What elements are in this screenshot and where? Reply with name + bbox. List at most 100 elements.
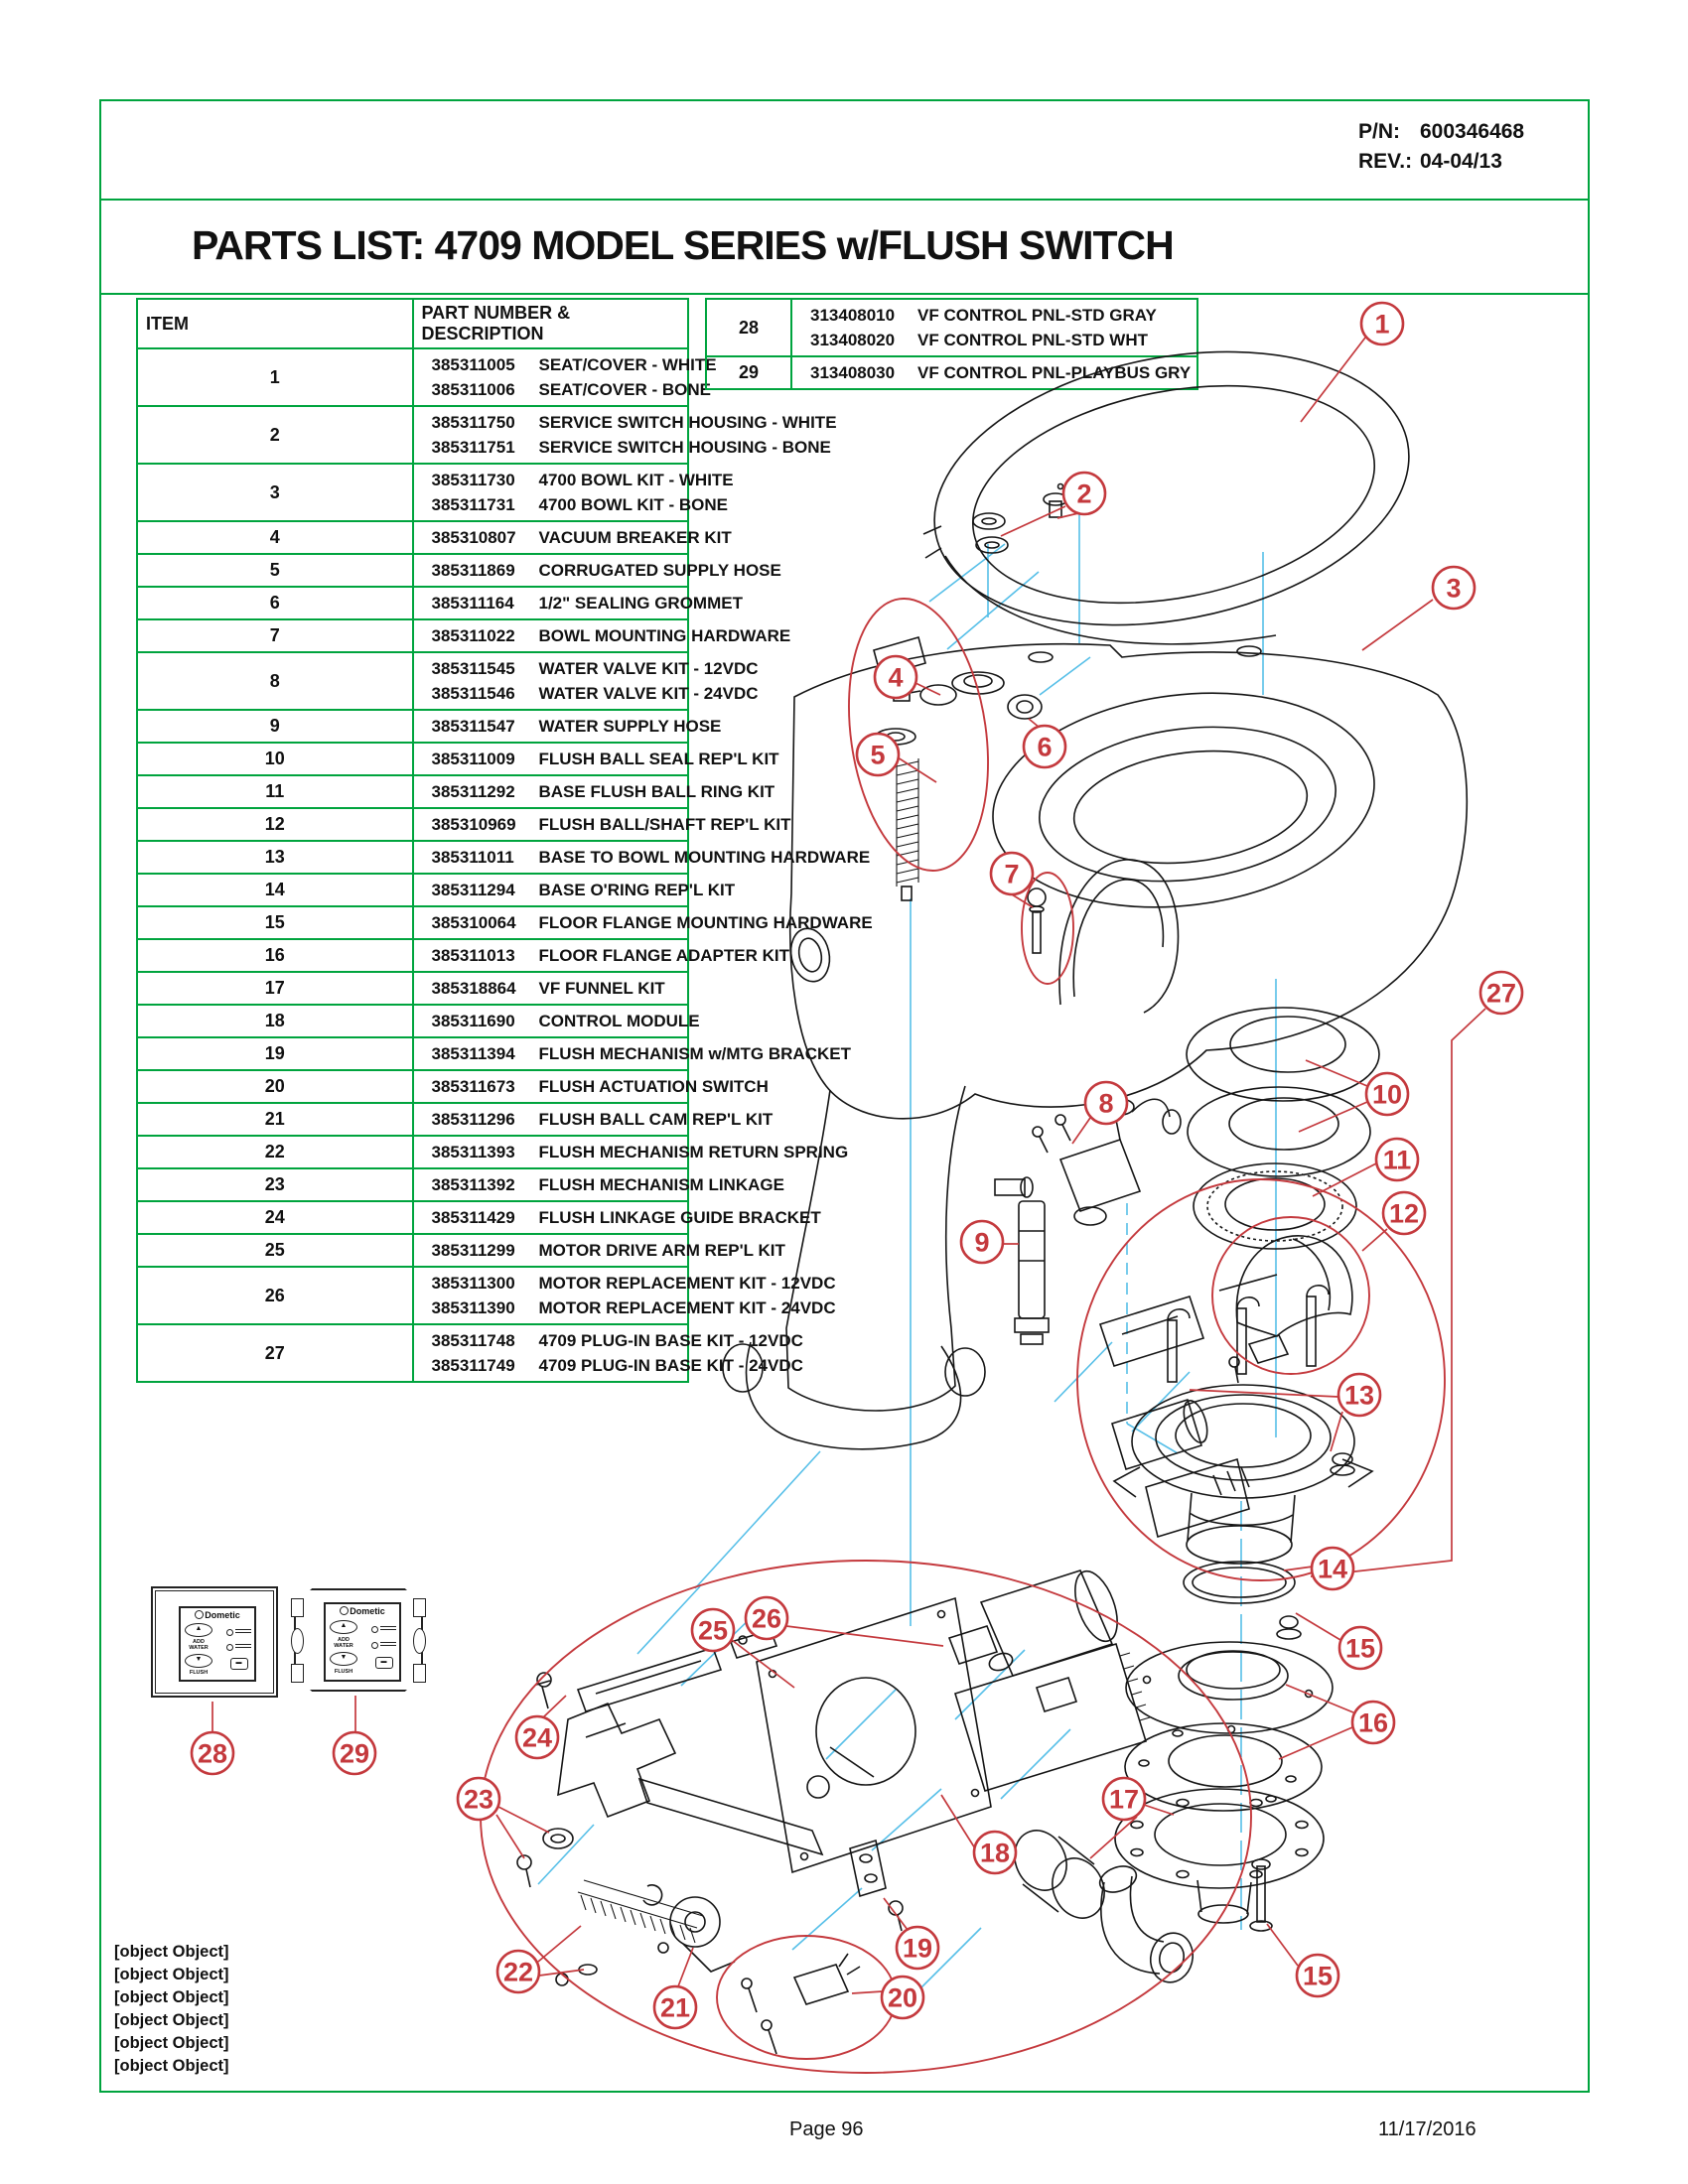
item-number: 16 [136,938,414,973]
part-number: 385311869 [431,561,515,580]
item-number: 28 [705,298,792,357]
part-description: SERVICE SWITCH HOUSING - BONE [538,438,831,457]
part-line: 385311013 FLOOR FLANGE ADAPTER KIT [420,943,789,968]
table-row: 11 385311292 BASE FLUSH BALL RING KIT [136,774,775,809]
part-line: 385311673 FLUSH ACTUATION SWITCH [420,1074,769,1099]
part-line: 385311294 BASE O'RING REP'L KIT [420,878,736,902]
indicator-led-2 [371,1641,396,1649]
part-description: VF CONTROL PNL-STD GRAY [917,306,1157,325]
part-description: FLUSH MECHANISM RETURN SPRING [538,1143,849,1161]
table-row: 18 385311690 CONTROL MODULE [136,1004,700,1038]
item-number: 6 [136,586,414,620]
part-description: VF CONTROL PNL-STD WHT [917,331,1148,349]
item-description-cell: 385311392 FLUSH MECHANISM LINKAGE [411,1167,784,1202]
control-panel-std: Dometic ▲ ADD WATER ▼ FLUSH ▬ [151,1586,278,1698]
table-row: 26 385311300 MOTOR REPLACEMENT KIT - 12V… [136,1266,836,1325]
item-number: 1 [136,347,414,407]
part-number: 385311547 [431,717,515,736]
table-row: 24 385311429 FLUSH LINKAGE GUIDE BRACKET [136,1200,821,1235]
part-number: 385311690 [431,1012,515,1030]
part-line: 385310969 FLUSH BALL/SHAFT REP'L KIT [420,812,791,837]
description-lines: 385311392 FLUSH MECHANISM LINKAGE [420,1172,784,1197]
part-number: 385311748 [431,1331,515,1350]
item-description-cell: 385311547 WATER SUPPLY HOSE [411,709,721,744]
description-lines: 385311545 WATER VALVE KIT - 12VDC 385311… [420,656,759,706]
item-description-cell: 385311292 BASE FLUSH BALL RING KIT [411,774,775,809]
panel-brand: Dometic [184,1610,251,1621]
description-lines: 385311294 BASE O'RING REP'L KIT [420,878,736,902]
table-row: 10 385311009 FLUSH BALL SEAL REP'L KIT [136,742,779,776]
part-description: FLUSH BALL CAM REP'L KIT [538,1110,774,1129]
part-number: 385311751 [431,438,515,457]
part-number: 385311292 [431,782,515,801]
control-panel-playbus: Dometic ▲ ADD WATER ▼ FLUSH ▬ [291,1588,426,1692]
brand-text: Dometic [350,1606,385,1616]
part-description: 4709 PLUG-IN BASE KIT - 12VDC [538,1331,803,1350]
part-number: 385311299 [431,1241,515,1260]
item-number: 15 [136,905,414,940]
part-description: FLUSH MECHANISM w/MTG BRACKET [538,1044,851,1063]
part-line: 385311748 4709 PLUG-IN BASE KIT - 12VDC [420,1328,803,1353]
item-number: 17 [136,971,414,1006]
part-description: FLOOR FLANGE ADAPTER KIT [538,946,789,965]
item-description-cell: 385310064 FLOOR FLANGE MOUNTING HARDWARE [411,905,873,940]
part-line: 385311730 4700 BOWL KIT - WHITE [420,468,734,492]
part-number: 385311429 [431,1208,515,1227]
panel-brand: Dometic [329,1606,396,1617]
table-row: 25 385311299 MOTOR DRIVE ARM REP'L KIT [136,1233,785,1268]
add-water-button: ▲ [330,1620,357,1634]
title-divider [99,293,1588,295]
part-description: WATER SUPPLY HOSE [538,717,722,736]
description-lines: 385311292 BASE FLUSH BALL RING KIT [420,779,775,804]
item-number: 3 [136,463,414,522]
item-description-cell: 385311005 SEAT/COVER - WHITE 385311006 S… [411,347,717,407]
description-lines: 385311299 MOTOR DRIVE ARM REP'L KIT [420,1238,785,1263]
item-description-cell: 385311748 4709 PLUG-IN BASE KIT - 12VDC … [411,1323,803,1383]
description-lines: 385311009 FLUSH BALL SEAL REP'L KIT [420,747,779,771]
item-description-cell: 385311300 MOTOR REPLACEMENT KIT - 12VDC … [411,1266,836,1325]
part-number: 385311731 [431,495,515,514]
description-lines: 385311022 BOWL MOUNTING HARDWARE [420,623,791,648]
company-contact-block: [object Object][object Object][object Ob… [114,1941,229,2078]
part-number: 385310969 [431,815,516,834]
part-line: 385311164 1/2" SEALING GROMMET [420,591,743,615]
item-number: 14 [136,873,414,907]
part-description: BASE TO BOWL MOUNTING HARDWARE [538,848,871,867]
item-number: 20 [136,1069,414,1104]
parts-table-body: 1 385311005 SEAT/COVER - WHITE [136,347,873,1383]
part-number: 385311300 [431,1274,515,1293]
table-row: 29 313408030 VF CONTROL PNL-PLAYBUS GRY [705,355,1198,390]
item-description-cell: 313408030 VF CONTROL PNL-PLAYBUS GRY [790,355,1198,390]
flush-button: ▼ [330,1652,357,1666]
item-description-cell: 385311299 MOTOR DRIVE ARM REP'L KIT [411,1233,785,1268]
table-row: 9 385311547 WATER SUPPLY HOSE [136,709,721,744]
part-number: 385311009 [431,750,515,768]
indicator-led-1 [371,1625,396,1633]
part-line: 385311005 SEAT/COVER - WHITE [420,352,717,377]
part-number: 385311730 [431,471,515,489]
description-lines: 385311013 FLOOR FLANGE ADAPTER KIT [420,943,789,968]
part-number: 385311013 [431,946,515,965]
page-number: Page 96 [789,2118,864,2140]
panel-28-module: Dometic ▲ ADD WATER ▼ FLUSH ▬ [179,1606,256,1682]
panel-29-tab [413,1598,426,1617]
part-line: 385311394 FLUSH MECHANISM w/MTG BRACKET [420,1041,851,1066]
item-number: 9 [136,709,414,744]
item-number: 19 [136,1036,414,1071]
part-description: FLUSH BALL SEAL REP'L KIT [538,750,779,768]
item-description-cell: 385311429 FLUSH LINKAGE GUIDE BRACKET [411,1200,821,1235]
part-number: 385311749 [431,1356,515,1375]
item-number: 11 [136,774,414,809]
table-row: 5 385311869 CORRUGATED SUPPLY HOSE [136,553,781,588]
brand-text: Dometic [205,1610,240,1620]
part-number: 385311390 [431,1298,515,1317]
part-description: VF CONTROL PNL-PLAYBUS GRY [917,363,1192,382]
part-description: MOTOR DRIVE ARM REP'L KIT [538,1241,785,1260]
description-lines: 385311011 BASE TO BOWL MOUNTING HARDWARE [420,845,871,870]
part-line: 385311749 4709 PLUG-IN BASE KIT - 24VDC [420,1353,803,1378]
part-description: 4709 PLUG-IN BASE KIT - 24VDC [538,1356,803,1375]
table-row: 15 385310064 FLOOR FLANGE MOUNTING HARDW… [136,905,873,940]
item-number: 8 [136,651,414,711]
dometic-logo-icon [195,1610,205,1619]
table-row: 17 385318864 VF FUNNEL KIT [136,971,689,1006]
